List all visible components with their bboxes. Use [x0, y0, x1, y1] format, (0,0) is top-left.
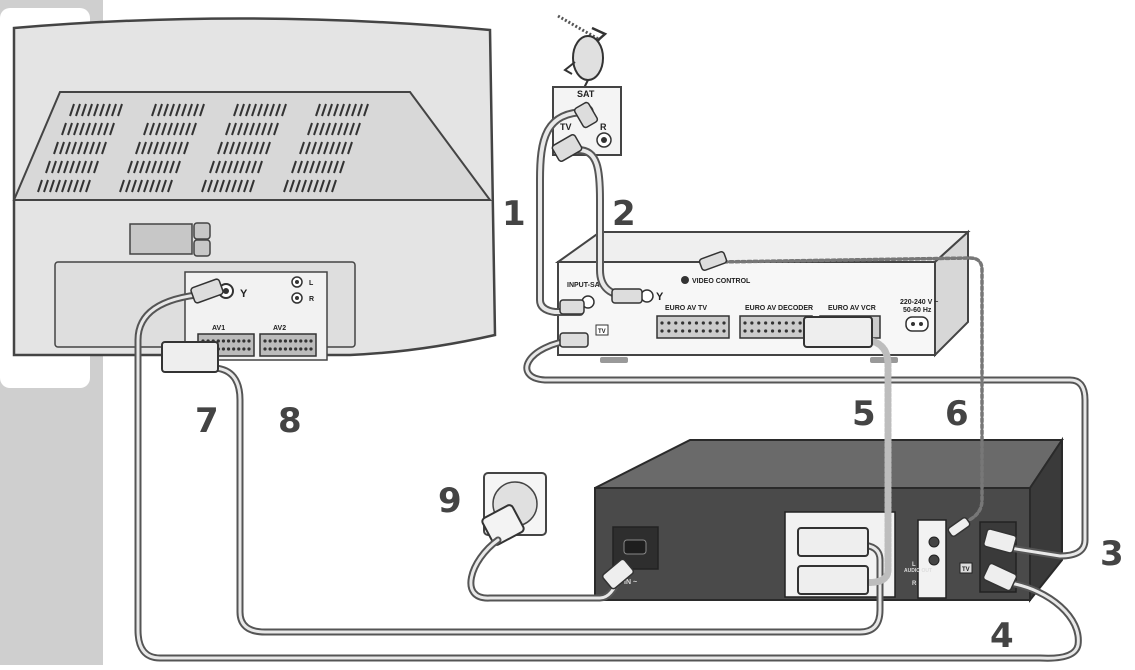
receiver-euro-av-vcr-label: EURO AV VCR	[828, 305, 876, 312]
coax-plug	[559, 332, 589, 348]
vcr-audio-r-label: R	[912, 581, 917, 587]
callout-8: 8	[278, 401, 302, 441]
callout-7: 7	[195, 401, 219, 441]
coax-plug	[573, 101, 599, 129]
scart-plug-vcr-upper	[797, 527, 869, 557]
callout-3: 3	[1100, 534, 1124, 574]
scart-plug-tv	[161, 341, 219, 373]
coax-plug	[983, 528, 1017, 554]
tv-av1-label: AV1	[212, 325, 225, 332]
video-recorder: AC IN ~ DECODER/EURO-AV2 AUDIO OUT L R T…	[594, 436, 1064, 603]
tv-audio-l-label: L	[309, 280, 314, 287]
tv-audio-r-label: R	[309, 296, 314, 303]
arrow-icon	[591, 26, 608, 43]
receiver-power-label-1: 220-240 V ~	[900, 299, 938, 306]
vcr-tv-label: TV	[962, 567, 970, 573]
receiver-video-control-jack	[681, 276, 689, 284]
coax-plug	[982, 562, 1018, 592]
scart-plug-receiver	[803, 316, 873, 348]
receiver-input-sat-label: INPUT-SAT	[567, 282, 604, 289]
callout-5: 5	[852, 394, 876, 434]
mains-plug	[481, 504, 525, 546]
mains-plug-vcr	[601, 558, 635, 590]
control-plug	[698, 251, 728, 271]
vcr-audio-l-jack	[928, 536, 940, 548]
tv-vent-panel	[12, 91, 492, 201]
tv-label-plate	[129, 223, 193, 255]
scart-plug-vcr-lower	[797, 565, 869, 595]
vcr-audio-l-label: L	[912, 562, 916, 568]
receiver-euro-av-tv-label: EURO AV TV	[665, 305, 707, 312]
vcr-ac-in-label: AC IN ~	[612, 579, 637, 586]
antenna-icon: Y	[656, 291, 664, 303]
cable-6-control-dotted	[716, 256, 984, 530]
coax-plug	[611, 288, 643, 304]
tv-av2-label: AV2	[273, 325, 286, 332]
coax-plug	[551, 134, 583, 162]
wall-socket-r-label: R	[600, 122, 607, 132]
callout-9: 9	[438, 481, 462, 521]
wall-socket-sat-label: SAT	[577, 89, 595, 99]
callout-1: 1	[502, 194, 526, 234]
receiver-tv-label: TV	[598, 329, 606, 335]
receiver-power-label-2: 50-60 Hz	[903, 307, 932, 314]
vcr-tv-badge	[959, 562, 973, 574]
receiver-video-control-label: VIDEO CONTROL	[692, 278, 751, 285]
vcr-audio-r-jack	[928, 554, 940, 566]
coax-plug	[559, 299, 585, 315]
tv-clip-lower	[193, 239, 211, 257]
receiver-foot	[600, 357, 628, 363]
tv-av2-scart	[259, 333, 317, 357]
receiver-tv-badge	[595, 324, 609, 336]
receiver-euro-av-tv-scart	[656, 315, 730, 339]
receiver-power-inlet	[905, 316, 929, 332]
receiver-euro-av-decoder-scart	[739, 315, 813, 339]
satellite-dish	[557, 14, 608, 89]
mains-wall-socket	[481, 472, 547, 546]
callouts: 1 2 3 4 5 6 7 8 9	[195, 194, 1124, 656]
receiver-euro-av-decoder-label: EURO AV DECODER	[745, 305, 813, 312]
antenna-icon: Y	[240, 288, 248, 300]
wall-socket-tv-label: TV	[560, 122, 572, 132]
vcr-top	[594, 439, 1064, 489]
tv-rear: Y L R AV1 AV2	[12, 17, 497, 361]
tv-vent-slots	[37, 103, 369, 193]
callout-2: 2	[612, 194, 636, 234]
tv-clip-upper	[193, 222, 211, 240]
receiver-rf-out-jack	[640, 289, 654, 303]
vcr-audio-out-label: AUDIO OUT	[904, 568, 932, 574]
callout-6: 6	[945, 394, 969, 434]
control-plug	[947, 517, 971, 537]
cable-5-scart-dotted	[856, 336, 892, 586]
callout-4: 4	[990, 616, 1014, 656]
coax-plug	[190, 278, 224, 304]
plugs	[161, 101, 1018, 595]
